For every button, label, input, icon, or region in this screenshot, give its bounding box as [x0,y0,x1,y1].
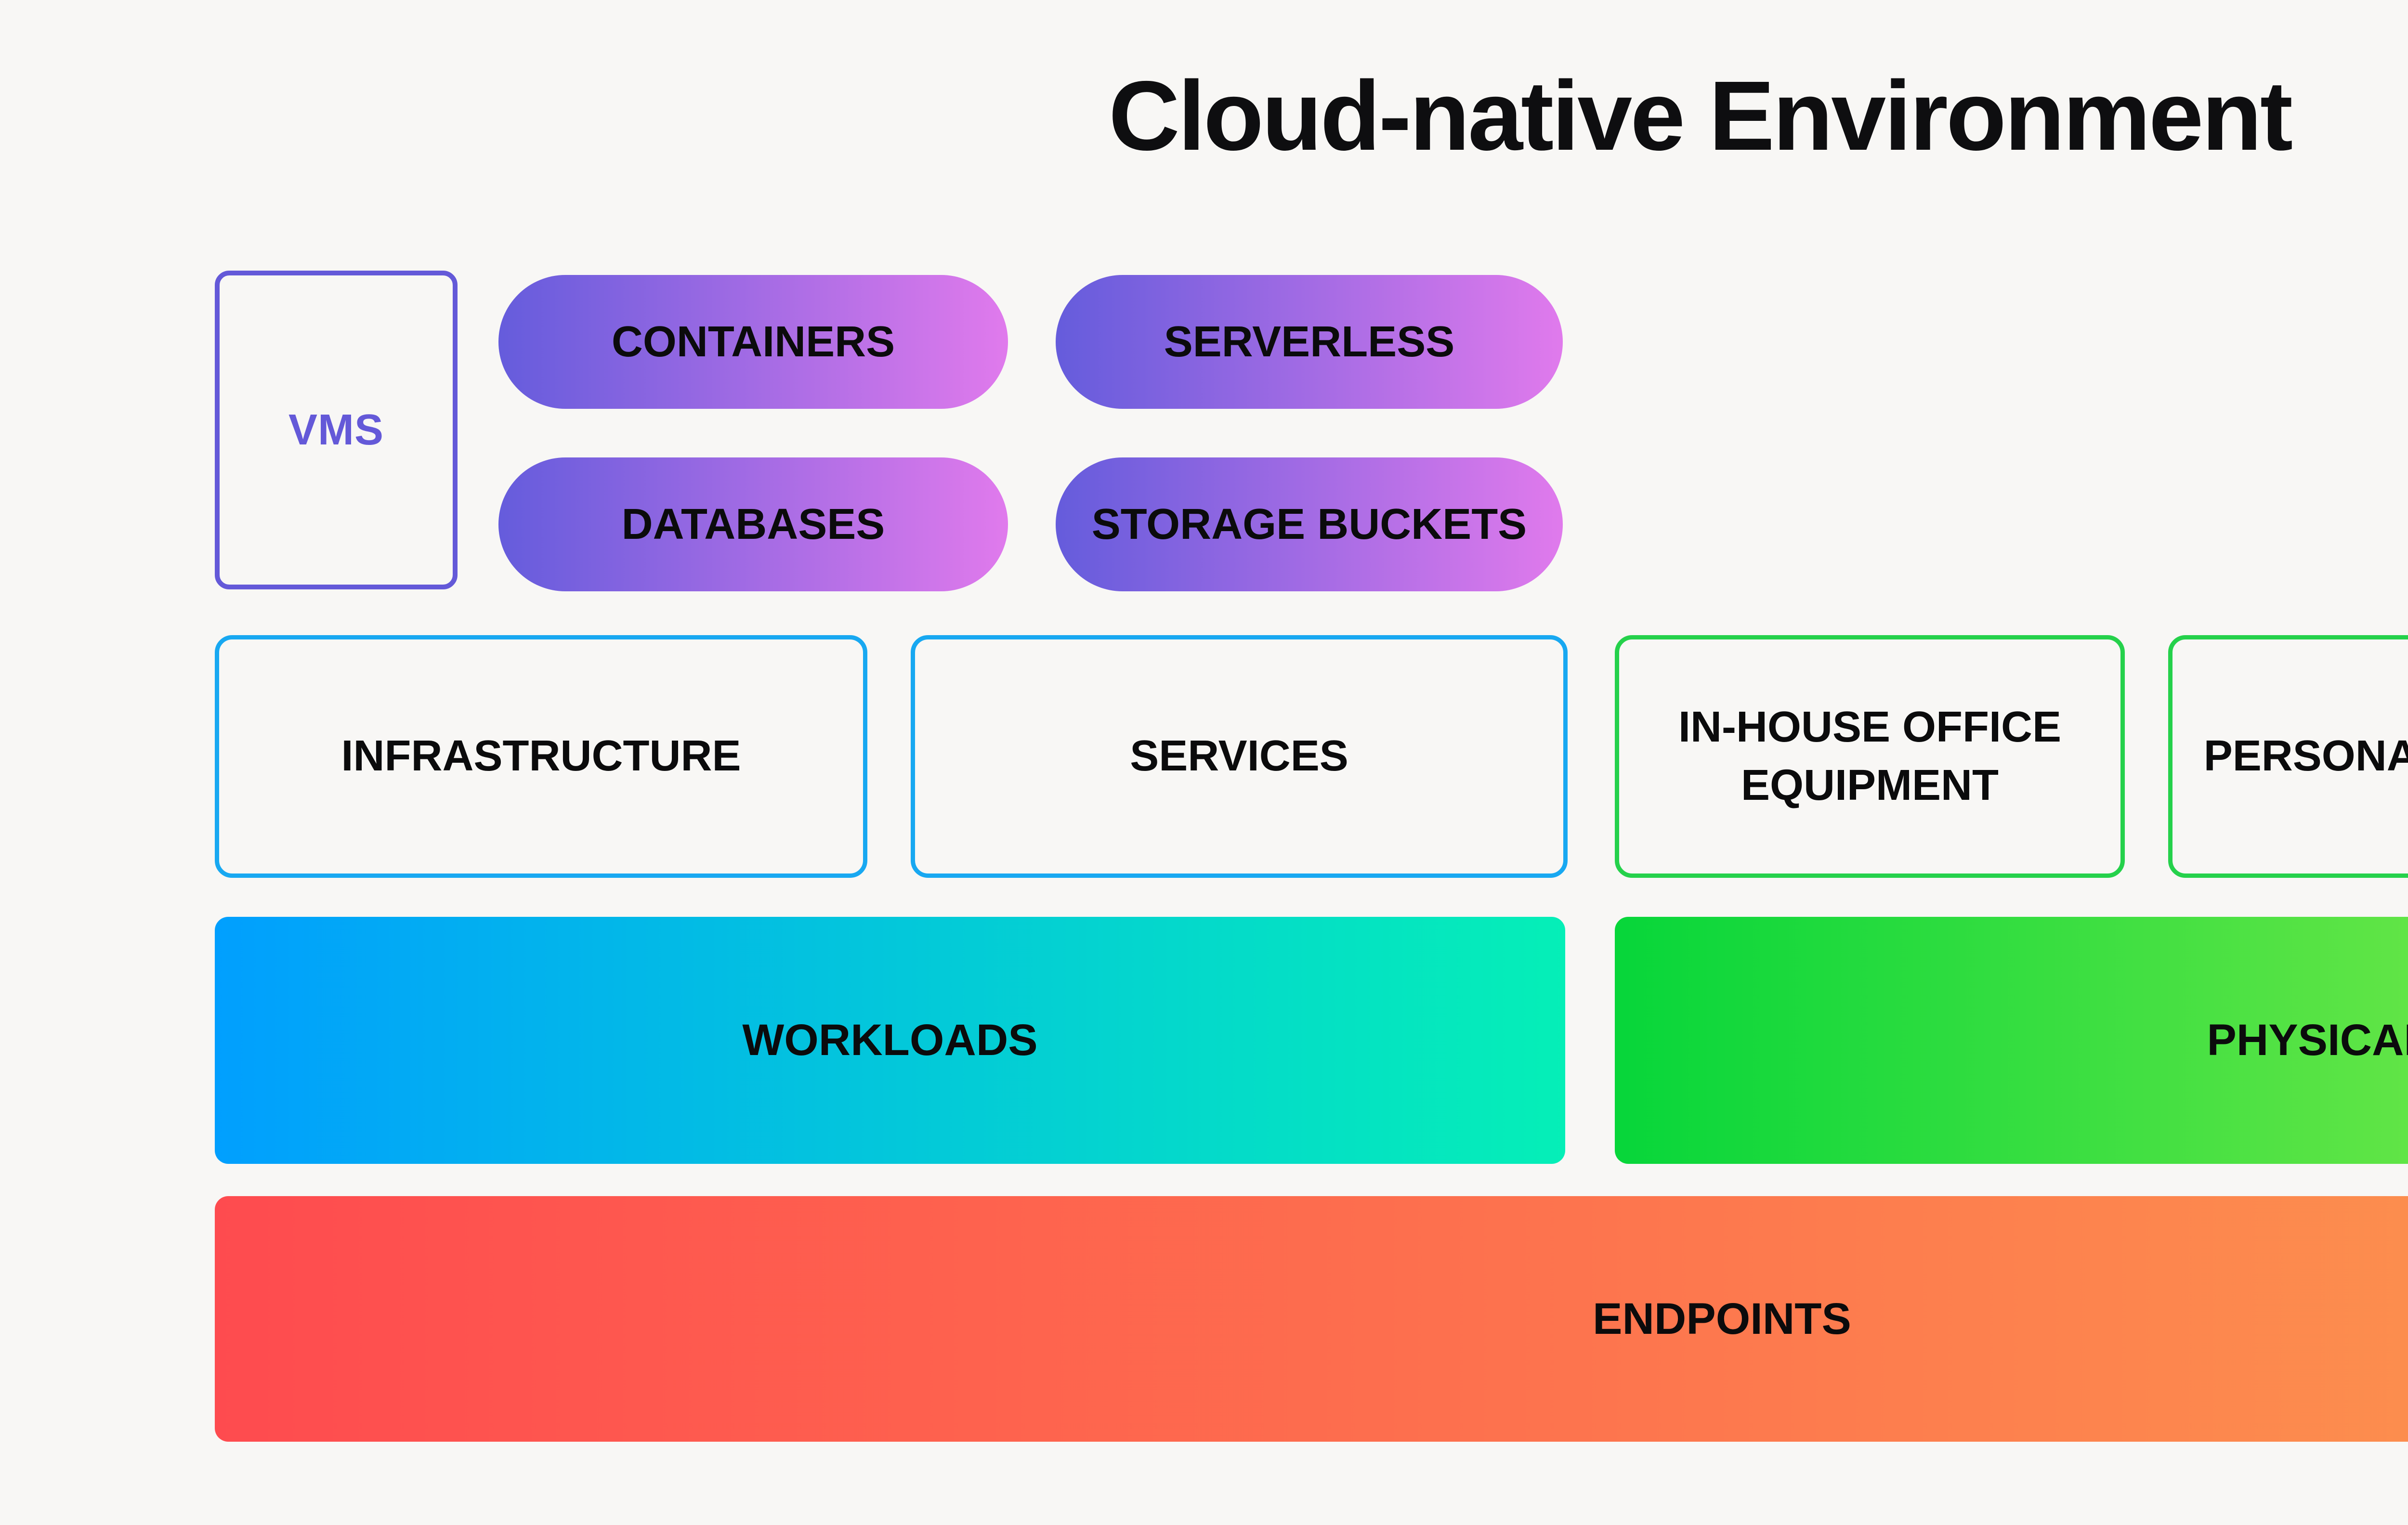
physical-devices-group-bar: PHYSICAL DEVICES [1615,917,2408,1164]
category-services-label: SERVICES [1130,732,1348,781]
category-box-services: SERVICES [911,635,1568,878]
category-in-house-office-equipment-label: IN-HOUSE OFFICE EQUIPMENT [1678,703,2061,810]
physical-devices-label: PHYSICAL DEVICES [2207,1016,2408,1065]
workloads-label: WORKLOADS [742,1016,1038,1065]
category-box-in-house-office-equipment: IN-HOUSE OFFICE EQUIPMENT [1615,635,2125,878]
diagram-title: Cloud-native Environment [1108,61,2293,171]
pill-containers-label: CONTAINERS [611,317,895,366]
vms-label: VMS [288,405,384,454]
category-box-infrastructure: INFRASTRUCTURE [215,635,867,878]
endpoints-group-bar: ENDPOINTS [215,1196,2408,1442]
endpoints-label: ENDPOINTS [1593,1294,1851,1343]
pill-storage-buckets: STORAGE BUCKETS [1056,457,1563,591]
pill-storage-buckets-label: STORAGE BUCKETS [1091,500,1527,548]
category-infrastructure-label: INFRASTRUCTURE [341,732,741,781]
pill-serverless: SERVERLESS [1056,275,1563,409]
pill-databases: DATABASES [498,457,1008,591]
category-personal-devices-label: PERSONAL DEVICES [2203,732,2408,781]
workloads-group-bar: WORKLOADS [215,917,1565,1164]
pill-databases-label: DATABASES [621,500,885,548]
pill-serverless-label: SERVERLESS [1164,317,1455,366]
category-box-personal-devices: PERSONAL DEVICES [2168,635,2408,878]
vms-box: VMS [215,271,458,589]
pill-containers: CONTAINERS [498,275,1008,409]
